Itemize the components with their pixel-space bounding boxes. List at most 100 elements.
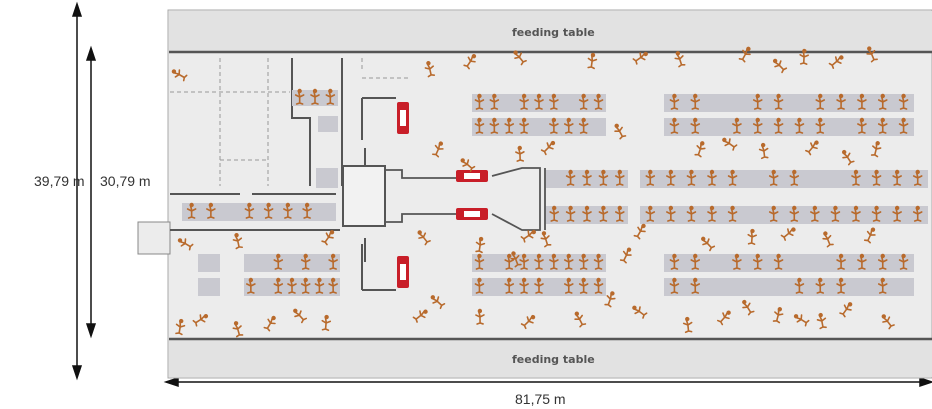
cow-icon xyxy=(752,93,763,110)
cow-icon xyxy=(773,253,784,270)
cow-icon xyxy=(707,205,717,222)
cow-icon xyxy=(519,117,529,134)
inner-height-arrow-bottom xyxy=(85,323,97,339)
stall-row xyxy=(640,170,928,188)
cow-icon xyxy=(815,277,826,294)
cow-icon xyxy=(871,205,882,222)
cow-icon xyxy=(836,93,846,110)
cow-icon xyxy=(474,253,485,270)
cow-icon xyxy=(690,93,701,110)
cow-icon xyxy=(690,253,701,270)
cow-icon xyxy=(727,169,738,186)
cow-icon xyxy=(273,253,284,270)
cow-icon xyxy=(540,231,552,248)
cow-icon xyxy=(520,229,537,243)
cow-icon xyxy=(549,253,559,270)
cow-icon xyxy=(244,202,255,219)
cow-icon xyxy=(325,88,336,105)
robot-corridors xyxy=(385,167,546,231)
cow-icon xyxy=(857,253,867,270)
cow-icon xyxy=(300,253,311,270)
cow-icon xyxy=(504,277,515,294)
cow-icon xyxy=(732,117,742,134)
cow-icon xyxy=(877,277,888,294)
cow-icon xyxy=(593,93,604,110)
cow-icon xyxy=(701,236,716,252)
cow-icon xyxy=(175,318,186,336)
cow-icon xyxy=(690,117,701,134)
cow-icon xyxy=(758,142,769,160)
cow-icon xyxy=(578,253,589,270)
cow-icon xyxy=(877,93,888,110)
cow-icon xyxy=(489,117,500,134)
cow-icon xyxy=(738,46,751,63)
cow-icon xyxy=(475,308,485,325)
cow-icon xyxy=(857,117,867,134)
cow-icon xyxy=(474,117,485,134)
cow-icon xyxy=(513,50,527,66)
cow-icon xyxy=(871,169,882,186)
width-arrow-left xyxy=(163,376,179,388)
cow-icon xyxy=(246,277,256,294)
cow-icon xyxy=(669,93,680,110)
cow-icon xyxy=(432,141,444,158)
cow-icon xyxy=(534,253,544,270)
cow-icon xyxy=(563,253,574,270)
cow-icon xyxy=(563,277,574,294)
cow-icon xyxy=(674,51,686,68)
stall-row xyxy=(244,254,340,272)
cow-icon xyxy=(186,202,197,219)
cow-icon xyxy=(898,253,909,270)
cow-icon xyxy=(474,277,485,294)
cow-icon xyxy=(898,93,909,110)
cow-icon xyxy=(768,205,779,222)
cow-icon xyxy=(686,169,697,186)
cow-icon xyxy=(722,137,738,151)
milking-robot-icon xyxy=(397,256,409,288)
stall-row xyxy=(664,118,914,136)
cow-icon xyxy=(669,117,680,134)
cow-icon xyxy=(283,202,293,219)
stall-row xyxy=(472,118,606,136)
cow-icon xyxy=(632,305,648,319)
cow-icon xyxy=(534,93,544,110)
cow-icon xyxy=(293,308,308,324)
stall-row xyxy=(664,278,914,296)
cow-icon xyxy=(794,117,805,134)
cow-icon xyxy=(747,228,757,245)
cow-icon xyxy=(614,205,625,222)
cow-icon xyxy=(593,277,604,294)
cow-icon xyxy=(780,227,796,241)
cow-icon xyxy=(549,205,560,222)
cow-icon xyxy=(232,232,243,250)
cow-icon xyxy=(598,169,609,186)
feeding-table-bottom-label: feeding table xyxy=(512,353,595,366)
cow-icon xyxy=(881,314,895,330)
stall-row xyxy=(640,206,928,224)
cow-icon xyxy=(686,205,697,222)
cow-icon xyxy=(263,202,274,219)
cow-icon xyxy=(578,277,589,294)
cow-icon xyxy=(314,277,325,294)
cow-icon xyxy=(816,312,827,330)
entry-box xyxy=(137,221,171,255)
left-rooms xyxy=(170,58,408,186)
cow-icon xyxy=(707,169,717,186)
stall-row xyxy=(664,94,914,112)
cow-icon xyxy=(171,69,188,82)
cow-icon xyxy=(520,314,536,330)
stall-row xyxy=(316,168,338,188)
cow-icon xyxy=(682,316,693,334)
cow-icon xyxy=(540,140,556,156)
cow-icon xyxy=(794,277,805,294)
cow-icon xyxy=(417,230,431,246)
cow-icon xyxy=(294,88,305,105)
cow-icon xyxy=(519,253,529,270)
central-box xyxy=(342,165,386,227)
cow-icon xyxy=(321,230,335,246)
cow-icon xyxy=(578,117,589,134)
cow-icon xyxy=(857,93,867,110)
milking-robot-icon xyxy=(456,170,488,182)
cow-icon xyxy=(424,60,436,78)
